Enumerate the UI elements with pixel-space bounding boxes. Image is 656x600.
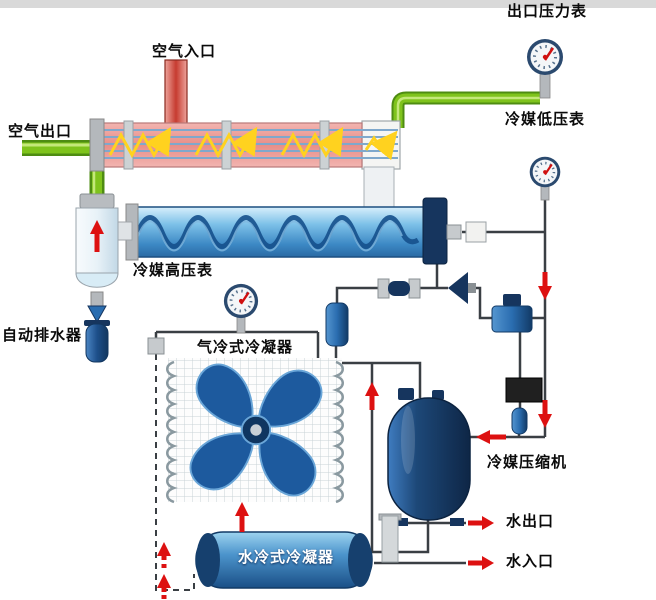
label-outlet-pressure-gauge: 出口压力表 [507,2,588,20]
label-water-outlet: 水出口 [506,512,555,530]
coil-serpentine-right [332,360,344,504]
fan-hub-center [250,424,262,436]
filter-drier [325,302,349,347]
water-cooled-condenser-body [195,513,402,589]
label-refrigerant-compressor: 冷媒压缩机 [487,453,568,471]
water-riser-pipe [381,515,399,563]
flow-arrow-up-separator [90,220,104,252]
label-water-inlet: 水入口 [506,552,555,570]
condenser-fan-icon [189,363,323,497]
sight-glass [377,278,421,299]
pressure-switch [505,377,543,403]
separator-lid [79,193,115,209]
flow-arrow-water-outlet [468,516,494,530]
hx-left-cap [89,118,105,172]
flow-arrow-dashed-up-1 [157,542,171,568]
flow-arrows-red [90,220,552,599]
air-heat-exchanger [89,118,401,172]
evaporator-coil [135,215,420,252]
refrigerant-high-pressure-gauge [223,283,259,319]
auto-drain-device [85,323,109,363]
pipe-outlet-to-gauge [391,91,540,128]
drain-ring [84,320,110,326]
drain-nipple [90,291,104,307]
separator-dome [75,272,119,288]
top-border-strip [0,0,656,8]
flow-arrow-down-right-2 [538,400,552,428]
evaporator [125,197,462,265]
solenoid-valve [491,294,533,333]
pipe-air-inlet [164,59,188,127]
hx-evaporator-duct [363,166,395,210]
flow-arrow-left-suction [476,430,506,444]
label-refrigerant-high-pressure-gauge: 冷媒高压表 [133,261,214,279]
label-refrigerant-low-pressure-gauge: 冷媒低压表 [505,110,586,128]
green-air-pipes [22,91,540,198]
expansion-valve [448,272,476,304]
airflow-arrows-yellow [108,126,398,161]
compressor-tank [387,388,471,526]
separator-evap-connector [117,221,133,241]
pipe-air-outlet [22,140,100,156]
label-auto-drain: 自动排水器 [2,326,83,344]
label-air-inlet: 空气入口 [152,42,217,60]
refrigerant-low-pressure-gauge [529,156,561,188]
sensor-bulb [465,221,487,243]
capillary-fitting [147,337,165,355]
label-water-cooled-condenser: 水冷式冷凝器 [238,548,335,566]
coil-serpentine-left [166,360,178,504]
label-air-outlet: 空气出口 [8,122,73,140]
moisture-separator [75,193,133,363]
evaporator-right-header [422,197,448,265]
outlet-pressure-gauge [527,39,563,75]
capillary-dashed-line [155,354,195,591]
flow-arrow-down-right-1 [538,272,552,300]
flow-arrow-water-inlet [468,556,494,570]
drain-valve-cone [87,305,107,324]
flow-arrow-dashed-up-2 [157,574,171,599]
flow-arrow-up-discharge [365,382,379,410]
suction-fitting [446,224,462,240]
suction-filter [511,407,528,435]
label-air-cooled-condenser: 气冷式冷凝器 [197,338,294,356]
flow-arrow-up-grid [235,502,249,532]
